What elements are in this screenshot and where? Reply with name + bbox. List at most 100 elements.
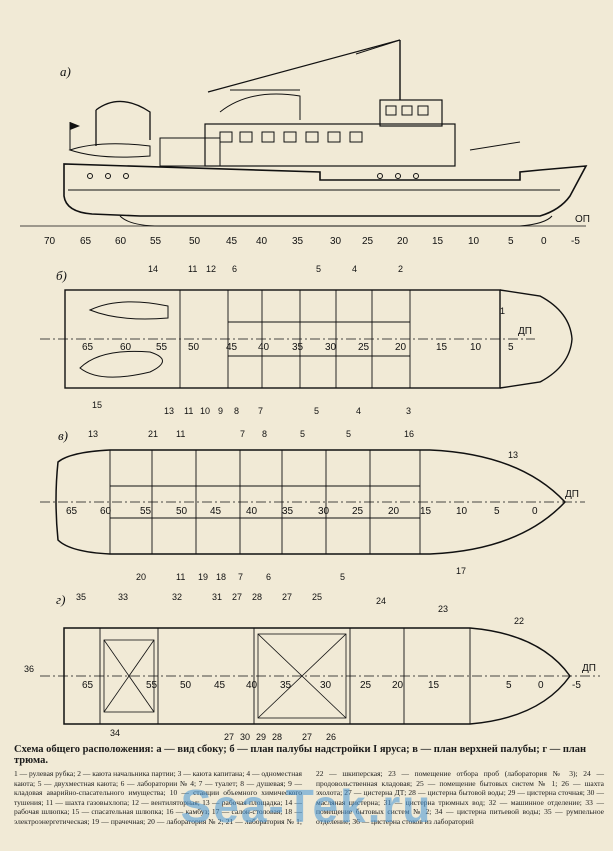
svg-text:28: 28 bbox=[272, 732, 282, 742]
aft-deckhouse bbox=[159, 137, 221, 167]
svg-text:15: 15 bbox=[428, 680, 440, 691]
flag-icon bbox=[70, 122, 80, 130]
svg-text:1: 1 bbox=[500, 306, 505, 316]
upper-deck-plan: в) ДП 65 60 55 50 45 40 35 30 25 20 15 1… bbox=[40, 428, 585, 582]
callouts-v: 13 21 11 7 8 5 5 16 13 20 11 19 18 7 6 5… bbox=[88, 429, 518, 582]
svg-text:45: 45 bbox=[226, 342, 238, 353]
dp-label-g: ДП bbox=[582, 663, 596, 674]
upper-deck-outline bbox=[55, 449, 567, 555]
svg-text:55: 55 bbox=[156, 342, 168, 353]
svg-text:2: 2 bbox=[398, 264, 403, 274]
svg-text:5: 5 bbox=[508, 236, 514, 247]
svg-text:60: 60 bbox=[120, 342, 132, 353]
caption-legend: 1 — рулевая рубка; 2 — каюта начальника … bbox=[14, 769, 604, 826]
svg-text:50: 50 bbox=[180, 680, 192, 691]
superstructure-tier-1 bbox=[204, 123, 456, 167]
side-view: а) ОП 70 65 bbox=[20, 39, 590, 247]
svg-text:5: 5 bbox=[314, 406, 319, 416]
svg-text:27: 27 bbox=[232, 592, 242, 602]
bow-crane bbox=[469, 141, 521, 151]
svg-text:4: 4 bbox=[352, 264, 357, 274]
svg-text:55: 55 bbox=[146, 680, 158, 691]
svg-text:50: 50 bbox=[189, 236, 201, 247]
svg-text:20: 20 bbox=[397, 236, 409, 247]
frame-marks-g: 65 55 50 45 40 35 30 25 20 15 5 0 -5 bbox=[82, 680, 581, 691]
frame-marks-b: 65 60 55 50 45 40 35 30 25 20 15 10 5 bbox=[82, 342, 514, 353]
svg-text:5: 5 bbox=[494, 506, 500, 517]
svg-text:65: 65 bbox=[66, 506, 78, 517]
svg-text:9: 9 bbox=[218, 406, 223, 416]
svg-text:13: 13 bbox=[508, 450, 518, 460]
svg-text:19: 19 bbox=[198, 572, 208, 582]
svg-text:7: 7 bbox=[238, 572, 243, 582]
svg-text:0: 0 bbox=[538, 680, 544, 691]
svg-text:30: 30 bbox=[320, 680, 332, 691]
hold-plan: г) ДП 65 55 50 45 40 35 30 25 20 15 5 0 … bbox=[24, 592, 600, 742]
svg-text:21: 21 bbox=[148, 429, 158, 439]
svg-text:20: 20 bbox=[136, 572, 146, 582]
svg-text:6: 6 bbox=[266, 572, 271, 582]
svg-text:10: 10 bbox=[470, 342, 482, 353]
svg-text:13: 13 bbox=[88, 429, 98, 439]
svg-text:5: 5 bbox=[300, 429, 305, 439]
svg-text:12: 12 bbox=[206, 264, 216, 274]
wheelhouse-outline bbox=[499, 289, 573, 389]
svg-text:34: 34 bbox=[110, 728, 120, 738]
svg-text:25: 25 bbox=[312, 592, 322, 602]
wheelhouse bbox=[379, 99, 443, 127]
view-letter-g: г) bbox=[56, 592, 65, 607]
svg-text:15: 15 bbox=[432, 236, 444, 247]
svg-text:6: 6 bbox=[232, 264, 237, 274]
svg-text:30: 30 bbox=[318, 506, 330, 517]
svg-text:20: 20 bbox=[392, 680, 404, 691]
svg-text:5: 5 bbox=[340, 572, 345, 582]
svg-text:23: 23 bbox=[438, 604, 448, 614]
op-label: ОП bbox=[575, 214, 590, 225]
svg-text:26: 26 bbox=[326, 732, 336, 742]
svg-text:40: 40 bbox=[258, 342, 270, 353]
svg-text:22: 22 bbox=[514, 616, 524, 626]
svg-text:35: 35 bbox=[292, 236, 304, 247]
boat-side bbox=[68, 143, 151, 158]
view-letter-b: б) bbox=[56, 268, 67, 283]
svg-text:60: 60 bbox=[115, 236, 127, 247]
svg-text:40: 40 bbox=[246, 506, 258, 517]
svg-text:27: 27 bbox=[224, 732, 234, 742]
svg-text:30: 30 bbox=[330, 236, 342, 247]
svg-text:14: 14 bbox=[148, 264, 158, 274]
svg-text:17: 17 bbox=[456, 566, 466, 576]
lab-davit bbox=[219, 89, 301, 120]
callouts-b: 14 11 12 6 5 4 2 15 13 11 10 9 8 7 5 4 3… bbox=[92, 264, 505, 416]
svg-text:29: 29 bbox=[256, 732, 266, 742]
svg-text:24: 24 bbox=[376, 596, 386, 606]
svg-text:33: 33 bbox=[118, 592, 128, 602]
svg-text:35: 35 bbox=[76, 592, 86, 602]
svg-text:5: 5 bbox=[506, 680, 512, 691]
svg-text:35: 35 bbox=[292, 342, 304, 353]
keel-line bbox=[119, 215, 553, 227]
svg-text:20: 20 bbox=[388, 506, 400, 517]
svg-text:50: 50 bbox=[176, 506, 188, 517]
hull-outline bbox=[63, 163, 588, 217]
dp-label-v: ДП bbox=[565, 489, 579, 500]
svg-text:15: 15 bbox=[420, 506, 432, 517]
svg-text:-5: -5 bbox=[572, 680, 581, 691]
crane-jib bbox=[95, 100, 151, 146]
view-letter-v: в) bbox=[58, 428, 68, 443]
svg-text:55: 55 bbox=[150, 236, 162, 247]
svg-text:15: 15 bbox=[92, 400, 102, 410]
svg-text:35: 35 bbox=[280, 680, 292, 691]
svg-text:20: 20 bbox=[395, 342, 407, 353]
svg-text:10: 10 bbox=[468, 236, 480, 247]
svg-text:10: 10 bbox=[200, 406, 210, 416]
svg-text:40: 40 bbox=[246, 680, 258, 691]
tier-1-deck-plan: б) ДП 65 60 55 50 45 40 35 30 25 20 15 1… bbox=[40, 264, 573, 416]
callouts-g: 35 33 32 31 27 28 27 25 24 23 22 27 30 2… bbox=[24, 592, 524, 742]
svg-text:10: 10 bbox=[456, 506, 468, 517]
work-boat bbox=[88, 301, 169, 320]
svg-text:7: 7 bbox=[240, 429, 245, 439]
svg-text:60: 60 bbox=[100, 506, 112, 517]
svg-text:50: 50 bbox=[188, 342, 200, 353]
svg-text:27: 27 bbox=[282, 592, 292, 602]
